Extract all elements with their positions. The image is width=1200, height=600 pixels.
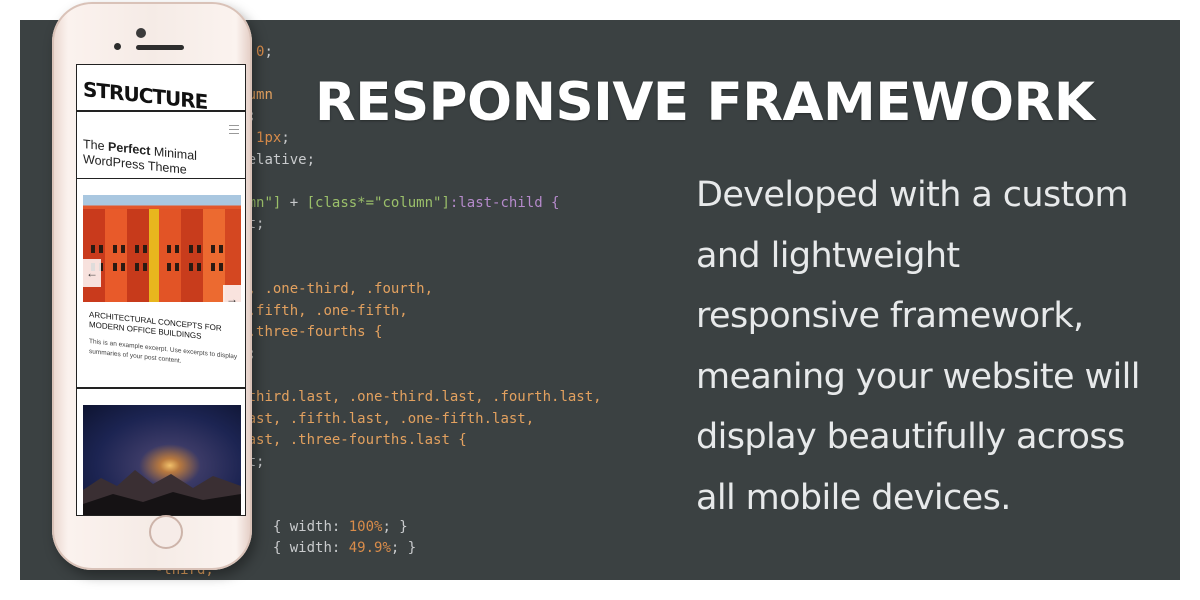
phone-screen: STRUCTURE The Perfect Minimal WordPress …	[76, 64, 246, 516]
mountain-silhouette	[83, 470, 241, 515]
divider	[77, 110, 245, 112]
speaker-grille	[136, 45, 184, 50]
headline: RESPONSIVE FRAMEWORK	[315, 72, 1095, 133]
description: Developed with a custom and lightweight …	[696, 165, 1180, 528]
description-line: meaning your website will	[696, 356, 1140, 397]
description-line: and lightweight	[696, 235, 960, 276]
hamburger-menu-icon[interactable]	[229, 125, 239, 135]
site-tagline: The Perfect Minimal WordPress Theme	[83, 137, 197, 177]
post-featured-image[interactable]: ← →	[83, 195, 241, 302]
camera-icon	[136, 28, 146, 38]
divider	[77, 178, 245, 179]
post-featured-image[interactable]	[83, 405, 241, 515]
site-logo: STRUCTURE	[83, 77, 208, 115]
phone-mockup: STRUCTURE The Perfect Minimal WordPress …	[52, 2, 252, 570]
description-line: responsive framework,	[696, 296, 1084, 336]
sensor-icon	[114, 43, 121, 50]
description-line: all mobile devices.	[696, 477, 1011, 518]
code-line: { width: 49.9%; }	[272, 540, 417, 557]
description-line: Developed with a custom	[696, 175, 1129, 215]
carousel-prev-button[interactable]: ←	[83, 259, 101, 287]
divider	[77, 387, 245, 389]
carousel-next-button[interactable]: →	[223, 285, 241, 302]
description-line: display beautifully across	[696, 417, 1125, 457]
home-button[interactable]	[149, 515, 183, 549]
code-line: { width: 100%; }	[272, 518, 408, 535]
